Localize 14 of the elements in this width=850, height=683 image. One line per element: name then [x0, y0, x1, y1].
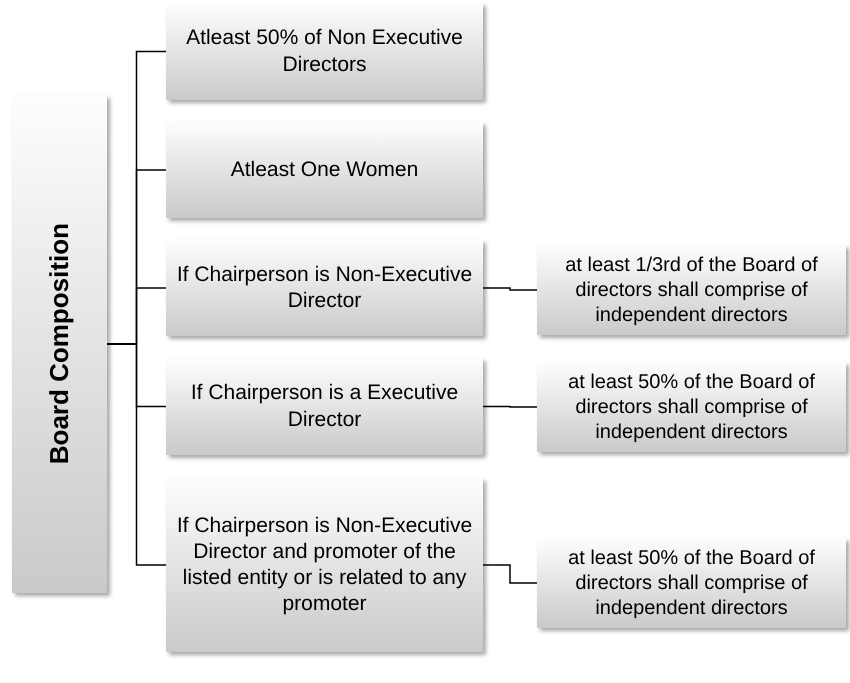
box-text: If Chairperson is a Executive Director: [190, 380, 460, 432]
title-box: [12, 95, 107, 593]
connector-line: [483, 564, 537, 584]
connector-line: [483, 406, 537, 408]
vertical-title: Board Composition: [43, 223, 76, 465]
box-text: If Chairperson is Non-Executive Director: [176, 262, 473, 314]
box-text: Atleast One Women: [230, 156, 418, 183]
box-text: at least 50% of the Board of directors shall comprise of independent directors: [567, 370, 816, 444]
connector-line: [483, 287, 537, 291]
connector-line: [107, 343, 166, 566]
box-text: at least 1/3rd of the Board of directors shall comprise of independent directors: [564, 252, 819, 328]
box-text: If Chairperson is Non-Executive Director and promoter of the listed entity or is related to any promoter: [176, 512, 473, 618]
box-text: Atleast 50% of Non Executive Directors: [185, 25, 464, 78]
box-text: at least 50% of the Board of directors shall comprise of independent directors: [567, 546, 816, 620]
